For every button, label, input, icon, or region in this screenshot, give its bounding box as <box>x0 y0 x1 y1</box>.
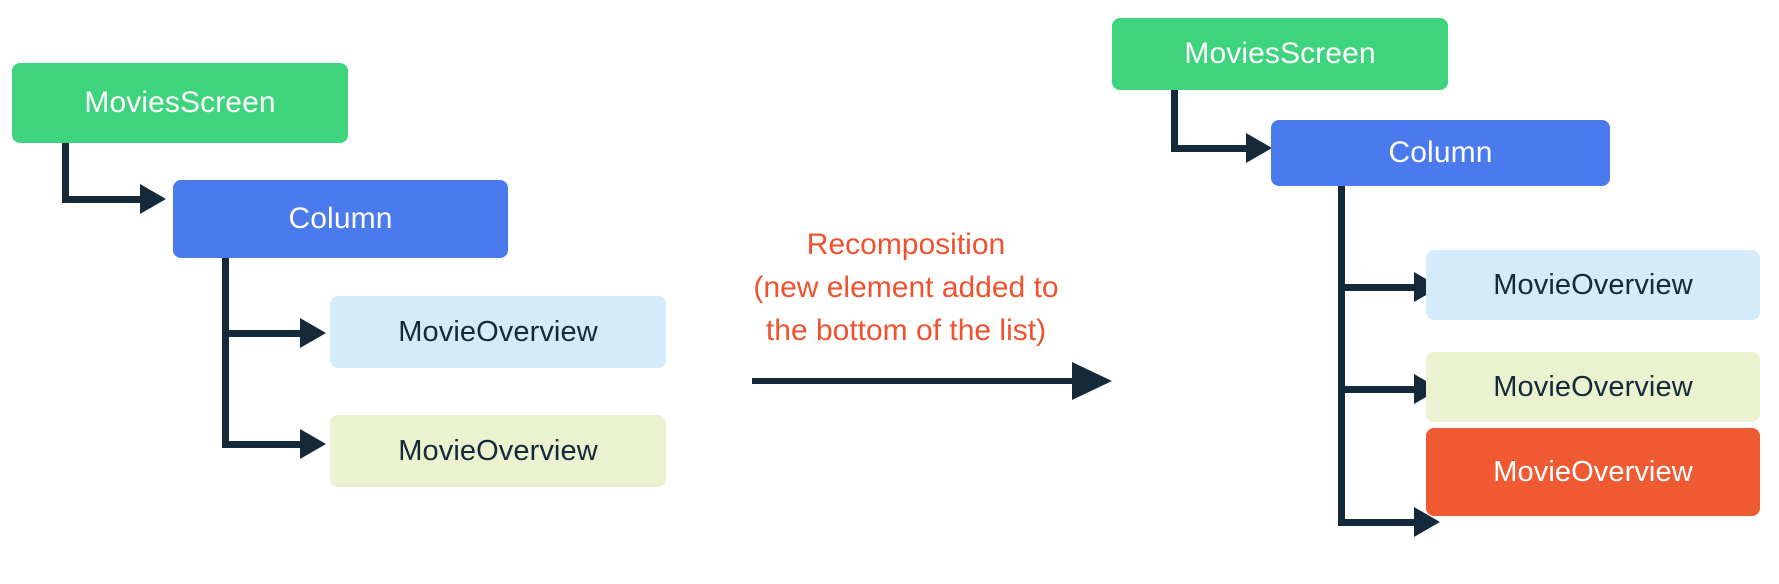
before-connector-column-spine <box>222 258 229 448</box>
after-node-movieoverview-3-new: MovieOverview <box>1426 428 1760 516</box>
before-arrowhead-child-2 <box>300 429 326 459</box>
recomposition-label-line-2: (new element added to <box>753 271 1059 304</box>
recomposition-label-line-1: Recomposition <box>806 228 1006 261</box>
recomposition-arrow-icon <box>1072 362 1112 400</box>
before-node-movieoverview-1: MovieOverview <box>330 296 666 368</box>
after-connector-root-vertical <box>1171 90 1178 152</box>
after-node-moviesscreen: MoviesScreen <box>1112 18 1448 90</box>
before-arrowhead-root-to-column <box>140 184 166 214</box>
recomposition-arrow-shaft <box>752 378 1077 384</box>
before-connector-child-2-horizontal <box>222 441 302 448</box>
after-arrowhead-root-to-column <box>1246 133 1272 163</box>
after-connector-root-horizontal <box>1171 145 1249 152</box>
before-node-column: Column <box>173 180 508 258</box>
before-node-movieoverview-2: MovieOverview <box>330 415 666 487</box>
after-connector-child-3-horizontal <box>1338 519 1416 526</box>
before-node-moviesscreen: MoviesScreen <box>12 63 348 143</box>
recomposition-label-line-3: the bottom of the list) <box>765 314 1047 347</box>
after-connector-child-2-horizontal <box>1338 386 1416 393</box>
after-node-movieoverview-1: MovieOverview <box>1426 250 1760 320</box>
before-connector-root-horizontal <box>62 196 142 203</box>
before-arrowhead-child-1 <box>300 318 326 348</box>
after-node-column: Column <box>1271 120 1610 186</box>
before-connector-child-1-horizontal <box>222 330 302 337</box>
after-connector-column-spine <box>1338 186 1345 526</box>
after-node-movieoverview-2: MovieOverview <box>1426 352 1760 422</box>
after-connector-child-1-horizontal <box>1338 284 1416 291</box>
before-connector-root-vertical <box>62 143 69 203</box>
